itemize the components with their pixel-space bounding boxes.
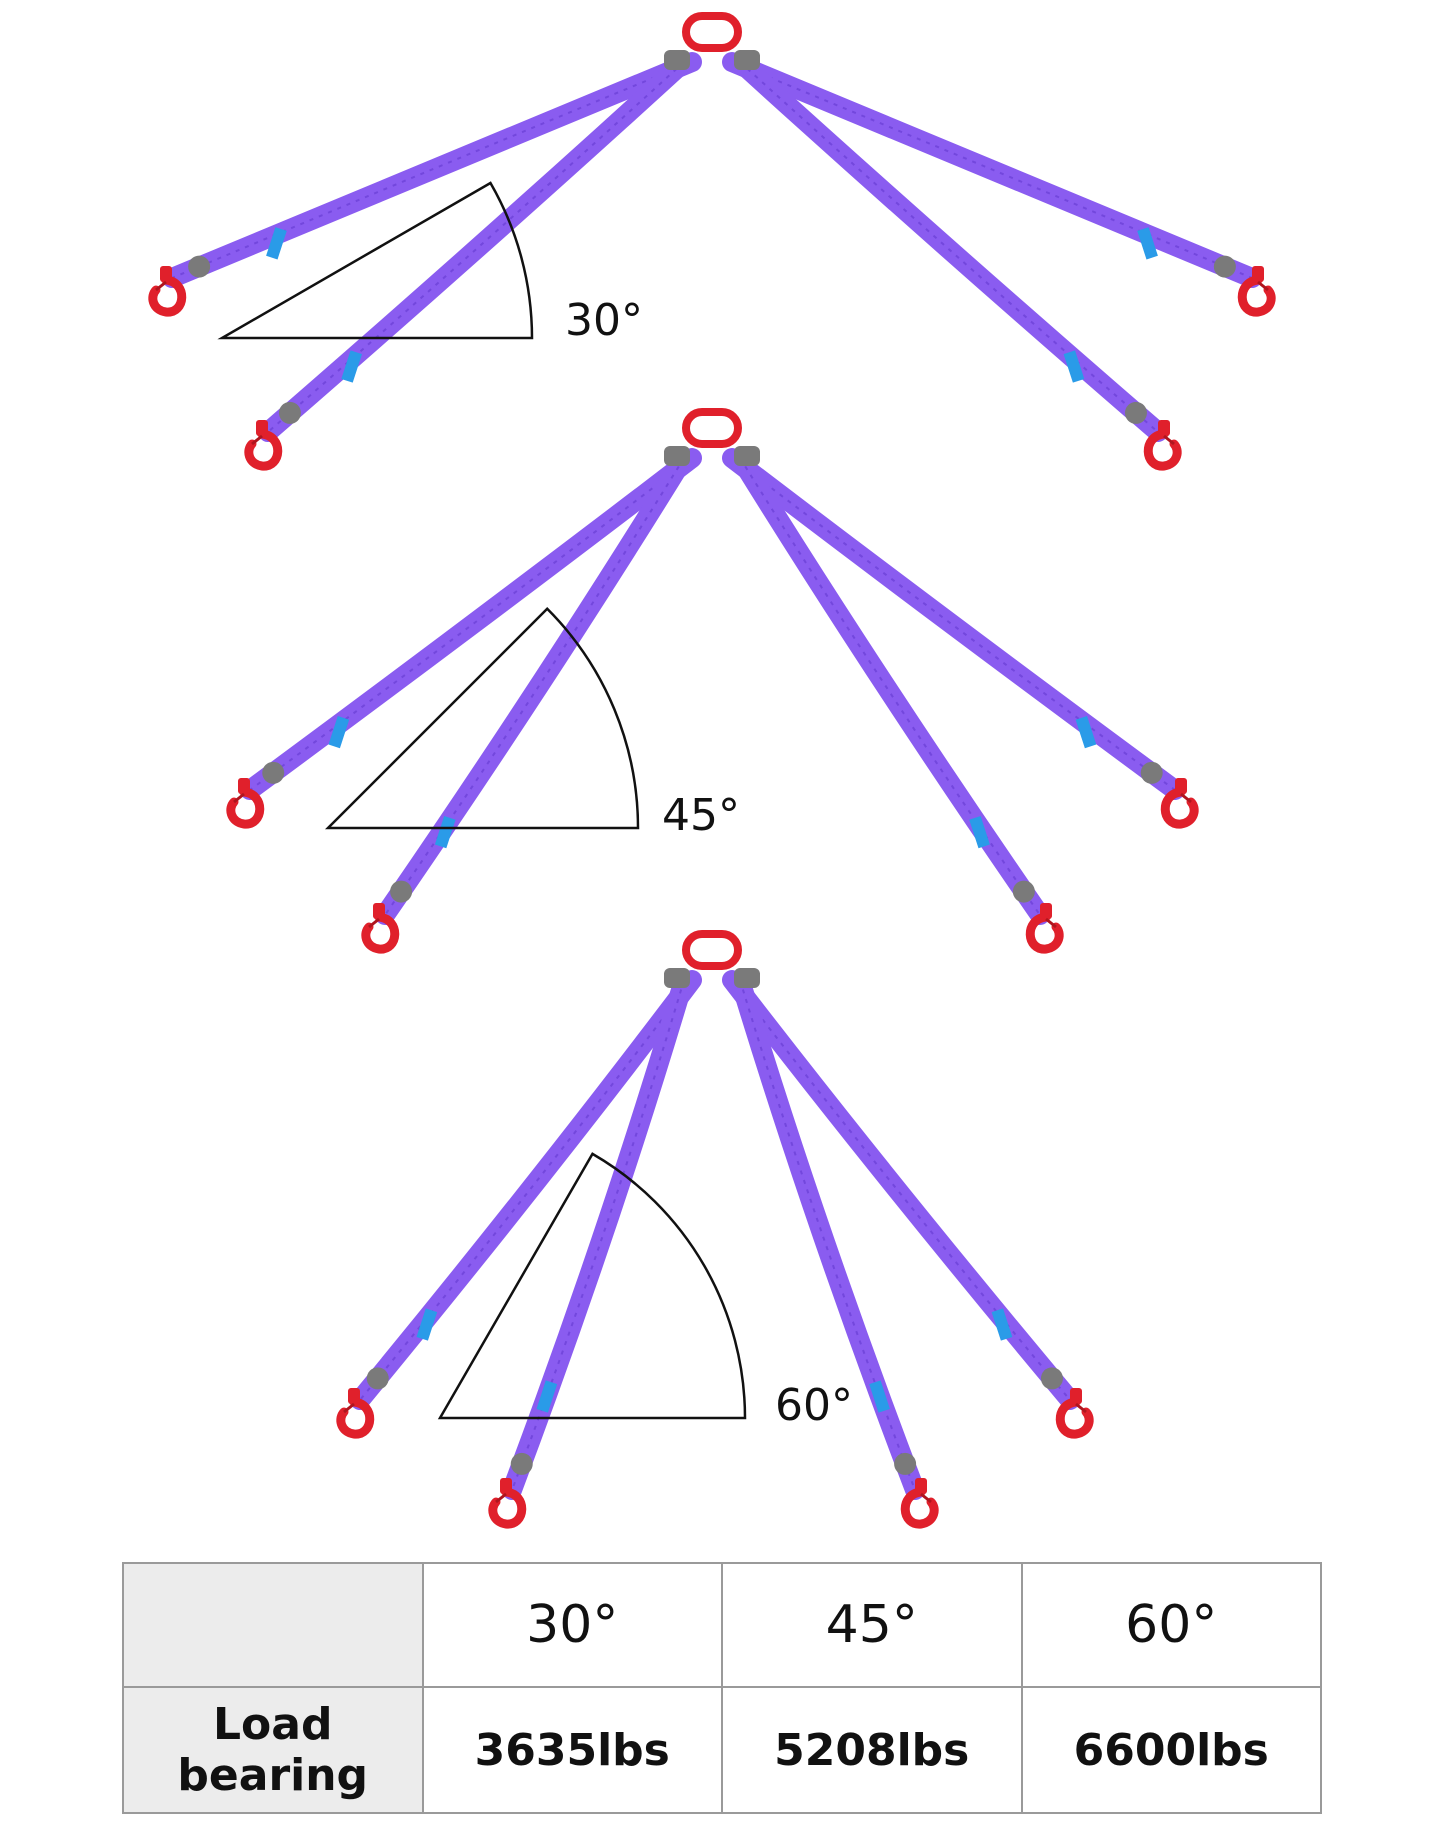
ferrule-icon (664, 968, 690, 988)
strap-stitching (739, 61, 1159, 433)
load-value-60: 6600lbs (1020, 1686, 1322, 1814)
ferrule-icon (894, 1452, 917, 1475)
sling-45-degree: 45° (226, 408, 1199, 954)
strap (722, 970, 1080, 1410)
strap-stitching (739, 979, 916, 1491)
ferrule-icon (734, 50, 760, 70)
angle-wedge (437, 1152, 747, 1420)
strap-leg (730, 970, 939, 1529)
load-value-45: 5208lbs (721, 1686, 1023, 1814)
strap-leg (148, 52, 702, 317)
angle-wedge (324, 607, 640, 830)
row-label-load-bearing: Load bearing (122, 1686, 424, 1814)
strap (730, 448, 1050, 925)
ferrule-icon (734, 446, 760, 466)
tag-icon (1137, 227, 1158, 260)
master-ring-icon (682, 12, 742, 52)
hook-icon (361, 903, 400, 954)
load-bearing-table: 30° 45° 60° Load bearing 3635lbs 5208lbs… (122, 1562, 1322, 1814)
tag-icon (266, 227, 287, 260)
strap-leg (722, 52, 1276, 317)
strap-stitching (267, 61, 685, 433)
strap-stitching (359, 979, 693, 1401)
hook-icon (900, 1478, 939, 1529)
tag-icon (1063, 350, 1085, 383)
strap-leg (488, 970, 694, 1529)
ferrule-icon (664, 446, 690, 466)
ferrule-icon (1213, 255, 1236, 278)
strap-stitching (249, 457, 693, 791)
tag-icon (1075, 716, 1097, 749)
hook-icon (1143, 420, 1182, 471)
ferrule-icon (262, 761, 285, 784)
ferrule-icon (278, 401, 301, 424)
hook-icon (336, 1388, 375, 1439)
strap (502, 970, 694, 1500)
strap-leg (730, 52, 1182, 471)
angle-wedge (217, 181, 534, 340)
hook-icon (1025, 903, 1064, 954)
strap-leg (361, 448, 694, 954)
strap-leg (722, 448, 1199, 829)
tag-icon (536, 1380, 558, 1413)
strap (730, 52, 1168, 442)
tag-icon (991, 1308, 1013, 1341)
hook-icon (1160, 778, 1199, 829)
ferrule-icon (664, 50, 690, 70)
strap-leg (730, 448, 1064, 954)
sling-60-degree: 60° (336, 930, 1094, 1529)
ferrule-icon (1012, 880, 1035, 903)
tag-icon (416, 1308, 438, 1341)
hook-icon (244, 420, 283, 471)
tag-icon (341, 350, 362, 383)
strap-stitching (384, 457, 685, 916)
hook-icon (488, 1478, 527, 1529)
strap-stitching (171, 61, 693, 279)
ferrule-icon (1124, 401, 1147, 424)
table-header-empty (122, 1562, 424, 1688)
table-header-30: 30° (421, 1562, 723, 1688)
table-header-60: 60° (1020, 1562, 1322, 1688)
tag-icon (869, 1380, 890, 1413)
ferrule-icon (734, 968, 760, 988)
hook-icon (226, 778, 265, 829)
table-header-45: 45° (721, 1562, 1023, 1688)
strap-stitching (731, 61, 1253, 279)
master-ring-icon (682, 930, 742, 970)
strap (375, 448, 694, 925)
ferrule-icon (1040, 1367, 1063, 1390)
sling-diagrams: 30° 45° 60° (148, 12, 1276, 1529)
hook-icon (148, 266, 187, 317)
sling-30-degree: 30° (148, 12, 1276, 471)
table-header-row: 30° 45° 60° (122, 1562, 1322, 1688)
table-row: Load bearing 3635lbs 5208lbs 6600lbs (122, 1686, 1322, 1814)
ferrule-icon (1140, 761, 1163, 784)
angle-label: 45° (662, 790, 740, 841)
strap-stitching (739, 457, 1041, 916)
strap-stitching (731, 979, 1071, 1401)
strap-stitching (731, 457, 1176, 791)
load-value-30: 3635lbs (421, 1686, 723, 1814)
hook-icon (1237, 266, 1276, 317)
strap-leg (336, 970, 702, 1439)
tag-icon (434, 816, 456, 849)
strap-leg (722, 970, 1094, 1439)
strap-leg (244, 52, 694, 471)
angle-label: 60° (775, 1380, 853, 1431)
tag-icon (328, 716, 350, 749)
strap-leg (226, 448, 702, 829)
ferrule-icon (188, 255, 211, 278)
angle-label: 30° (565, 295, 643, 346)
master-ring-icon (682, 408, 742, 448)
ferrule-icon (390, 880, 413, 903)
ferrule-icon (510, 1452, 533, 1475)
ferrule-icon (366, 1367, 389, 1390)
tag-icon (969, 816, 990, 849)
hook-icon (1055, 1388, 1094, 1439)
